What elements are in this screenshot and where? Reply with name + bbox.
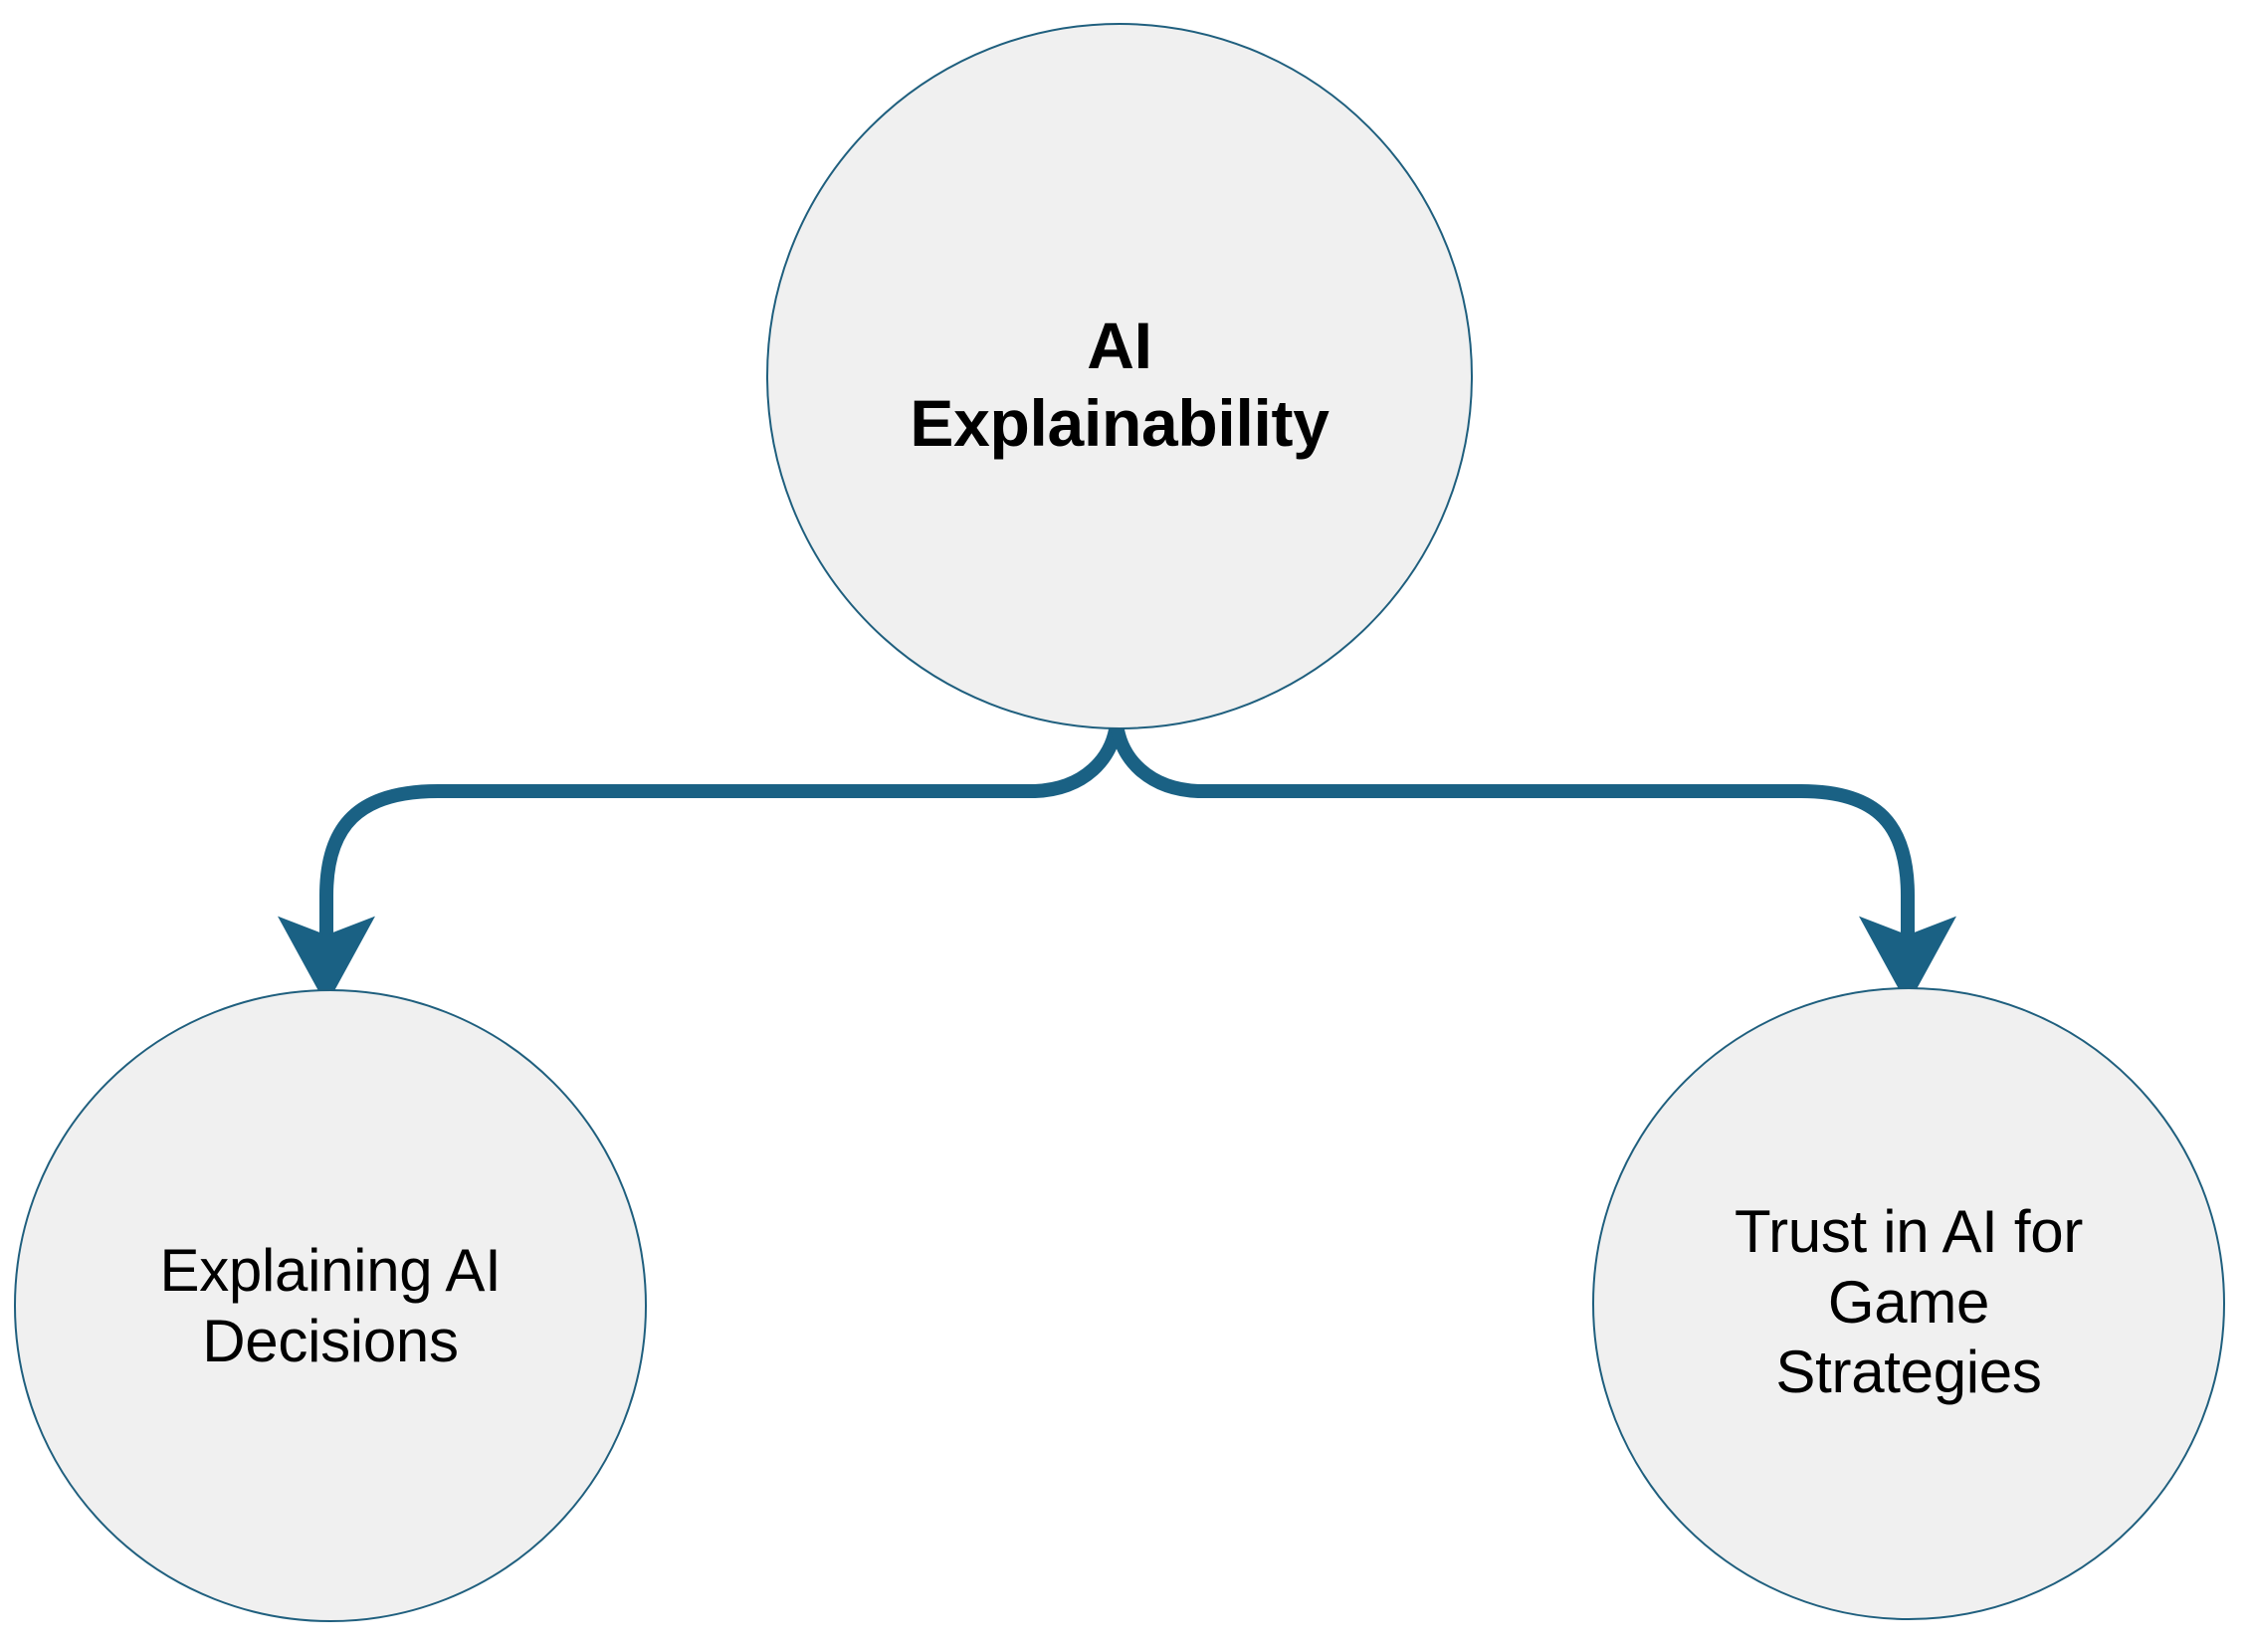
edge-root-to-trust bbox=[1110, 722, 1956, 1006]
node-explaining-ai-decisions[interactable]: Explaining AI Decisions bbox=[14, 989, 647, 1622]
node-ai-explainability[interactable]: AI Explainability bbox=[766, 23, 1473, 729]
edge-root-to-explaining bbox=[278, 722, 1124, 1006]
node-trust-in-ai-for-game-strategies[interactable]: Trust in AI for Game Strategies bbox=[1592, 987, 2225, 1620]
node-label-trust-in-ai-for-game-strategies: Trust in AI for Game Strategies bbox=[1734, 1197, 2084, 1406]
node-label-ai-explainability: AI Explainability bbox=[910, 309, 1329, 460]
node-label-explaining-ai-decisions: Explaining AI Decisions bbox=[159, 1237, 502, 1374]
